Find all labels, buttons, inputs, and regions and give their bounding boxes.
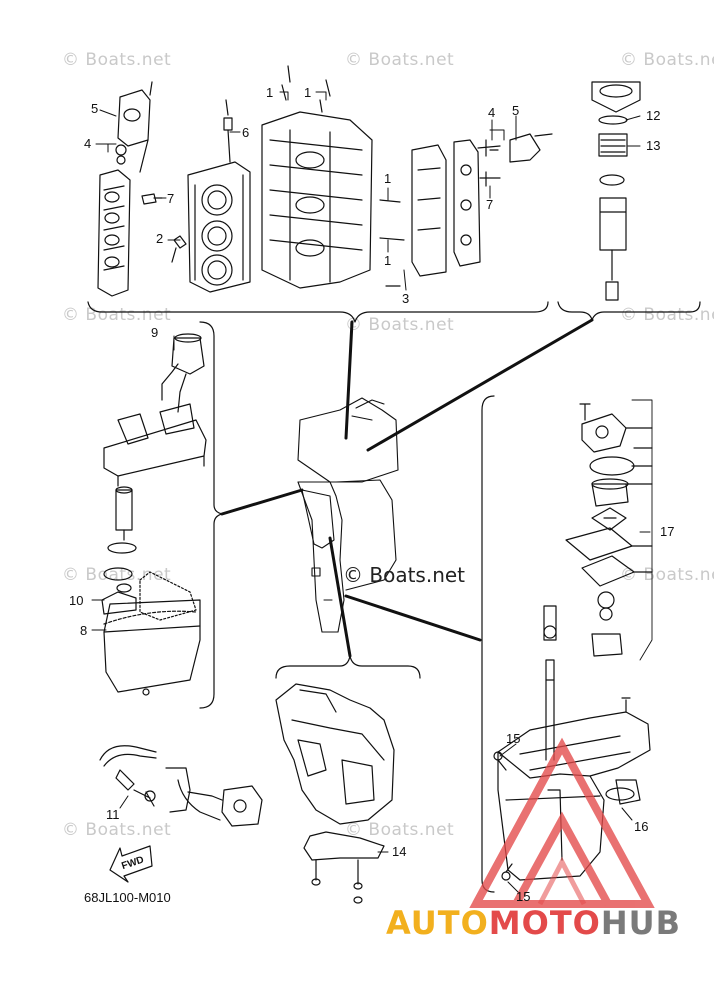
gasket-plates-drawing bbox=[411, 133, 553, 277]
outboard-silhouette bbox=[297, 397, 399, 633]
watermark: © Boats.net bbox=[62, 305, 172, 325]
callout-16: 16 bbox=[634, 819, 649, 834]
callout-12: 12 bbox=[646, 108, 661, 123]
callout-7: 7 bbox=[167, 191, 175, 206]
callout-15: 15 bbox=[506, 731, 521, 746]
fuel-hose-drawing bbox=[99, 745, 263, 827]
lower-unit-drawing bbox=[493, 697, 651, 881]
callout-8: 8 bbox=[80, 623, 88, 638]
right-bracket bbox=[481, 395, 495, 893]
callout-9: 9 bbox=[151, 325, 159, 340]
brand-part-moto: MOTO bbox=[488, 904, 601, 942]
fuel-pump-drawing bbox=[101, 333, 207, 696]
callout-10: 10 bbox=[69, 593, 84, 608]
callout-4: 4 bbox=[488, 105, 496, 120]
top-bracket bbox=[87, 301, 549, 323]
callout-17: 17 bbox=[660, 524, 675, 539]
callout-6: 6 bbox=[242, 125, 250, 140]
leader-lines bbox=[91, 91, 651, 895]
fwd-arrow-icon bbox=[109, 845, 153, 883]
cylinder-block-drawing bbox=[261, 65, 405, 289]
watermark: © Boats.net bbox=[620, 50, 714, 70]
callout-5: 5 bbox=[512, 103, 520, 118]
part-code: 68JL100-M010 bbox=[84, 890, 171, 905]
callout-15: 15 bbox=[516, 889, 531, 904]
watermark: © Boats.net bbox=[620, 565, 714, 585]
callout-1: 1 bbox=[384, 253, 392, 268]
callout-4: 4 bbox=[84, 136, 92, 151]
left-bracket bbox=[199, 321, 223, 709]
watermark: © Boats.net bbox=[345, 820, 455, 840]
cylinder-head-drawing bbox=[171, 99, 251, 293]
callout-3: 3 bbox=[402, 291, 410, 306]
watermark: © Boats.net bbox=[62, 565, 172, 585]
brand-part-hub: HUB bbox=[600, 904, 682, 942]
water-pump-drawing bbox=[543, 399, 653, 761]
callout-1: 1 bbox=[266, 85, 274, 100]
watermark: © Boats.net bbox=[62, 820, 172, 840]
callout-13: 13 bbox=[646, 138, 661, 153]
group-connectors bbox=[220, 318, 594, 658]
bottom-bracket bbox=[275, 655, 421, 679]
watermark: © Boats.net bbox=[345, 50, 455, 70]
fuel-filter-drawing bbox=[591, 81, 641, 301]
callout-7: 7 bbox=[486, 197, 494, 212]
brand-text: AUTOMOTOHUB bbox=[386, 904, 681, 942]
brand-logo bbox=[469, 737, 655, 908]
top-right-bracket bbox=[557, 301, 701, 321]
callout-1: 1 bbox=[304, 85, 312, 100]
watermark: © Boats.net bbox=[620, 305, 714, 325]
brand-logo-inner bbox=[537, 856, 587, 906]
swivel-bracket-drawing bbox=[275, 683, 395, 904]
center-watermark: © Boats.net bbox=[343, 563, 466, 587]
watermark: © Boats.net bbox=[345, 315, 455, 335]
callout-14: 14 bbox=[392, 844, 407, 859]
callout-5: 5 bbox=[91, 101, 99, 116]
callout-1: 1 bbox=[384, 171, 392, 186]
callout-2: 2 bbox=[156, 231, 164, 246]
watermark: © Boats.net bbox=[62, 50, 172, 70]
exhaust-cover-drawing bbox=[97, 81, 163, 297]
callout-11: 11 bbox=[106, 807, 120, 822]
brand-part-auto: AUTO bbox=[386, 904, 489, 942]
